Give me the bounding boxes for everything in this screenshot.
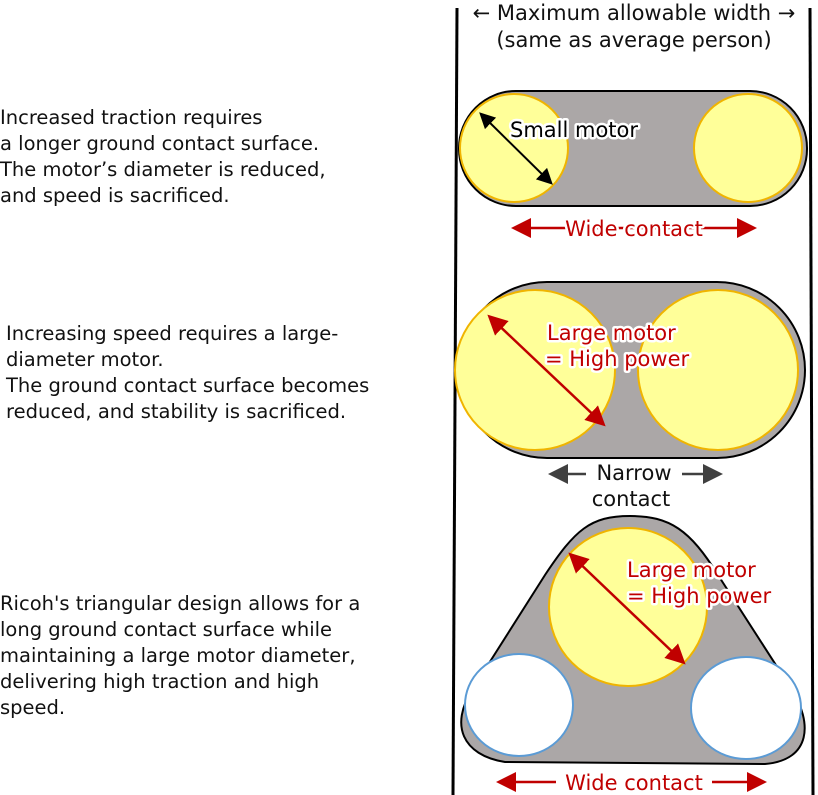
description-line: and speed is sacrificed. <box>0 184 230 207</box>
description-line: reduced, and stability is sacrificed. <box>6 400 346 423</box>
large-motor-design: Large motor = High power Narrow contact <box>454 281 806 511</box>
contact-label: contact <box>592 487 671 511</box>
description-line: Ricoh's triangular design allows for a <box>0 592 360 615</box>
small-motor-design: Small motor Wide contact <box>458 90 808 244</box>
description-line: The ground contact surface becomes <box>5 374 369 397</box>
motor-label: Large motor <box>547 321 676 345</box>
description-line: diameter motor. <box>6 348 164 371</box>
motor-label: = High power <box>627 584 771 608</box>
left-width-boundary <box>451 7 459 795</box>
header-line-2: (same as average person) <box>496 28 771 52</box>
contact-label: Wide contact <box>565 217 703 241</box>
description-line: maintaining a large motor diameter, <box>0 644 356 667</box>
header-line-1: ← Maximum allowable width → <box>473 1 796 25</box>
description-line: a longer ground contact surface. <box>0 132 319 155</box>
small-motor-right <box>693 93 803 203</box>
description-3: Ricoh's triangular design allows for a l… <box>0 592 360 719</box>
wheel-right <box>690 656 802 760</box>
small-motor-left <box>459 93 569 203</box>
triangular-design: Large motor = High power Wide contact <box>460 514 806 795</box>
diameter-arrow <box>568 552 686 665</box>
motor-label: = High power <box>545 347 689 371</box>
motor-label: Small motor <box>510 118 638 142</box>
description-1: Increased traction requires a longer gro… <box>0 106 326 207</box>
wheel-left <box>464 653 574 757</box>
motor-label: Large motor <box>627 558 756 582</box>
description-line: long ground contact surface while <box>0 618 332 641</box>
diameter-arrow <box>487 314 606 427</box>
large-motor-right <box>637 289 799 451</box>
description-line: Increasing speed requires a large- <box>6 322 338 345</box>
right-width-boundary <box>808 7 815 795</box>
contact-label: Narrow <box>596 461 671 485</box>
description-2: Increasing speed requires a large- diame… <box>5 322 369 423</box>
description-line: Increased traction requires <box>0 106 262 129</box>
description-line: The motor’s diameter is reduced, <box>0 158 326 181</box>
description-line: speed. <box>0 696 65 719</box>
contact-label: Wide contact <box>565 771 703 795</box>
description-line: delivering high traction and high <box>0 670 319 693</box>
diameter-arrow <box>479 112 553 185</box>
